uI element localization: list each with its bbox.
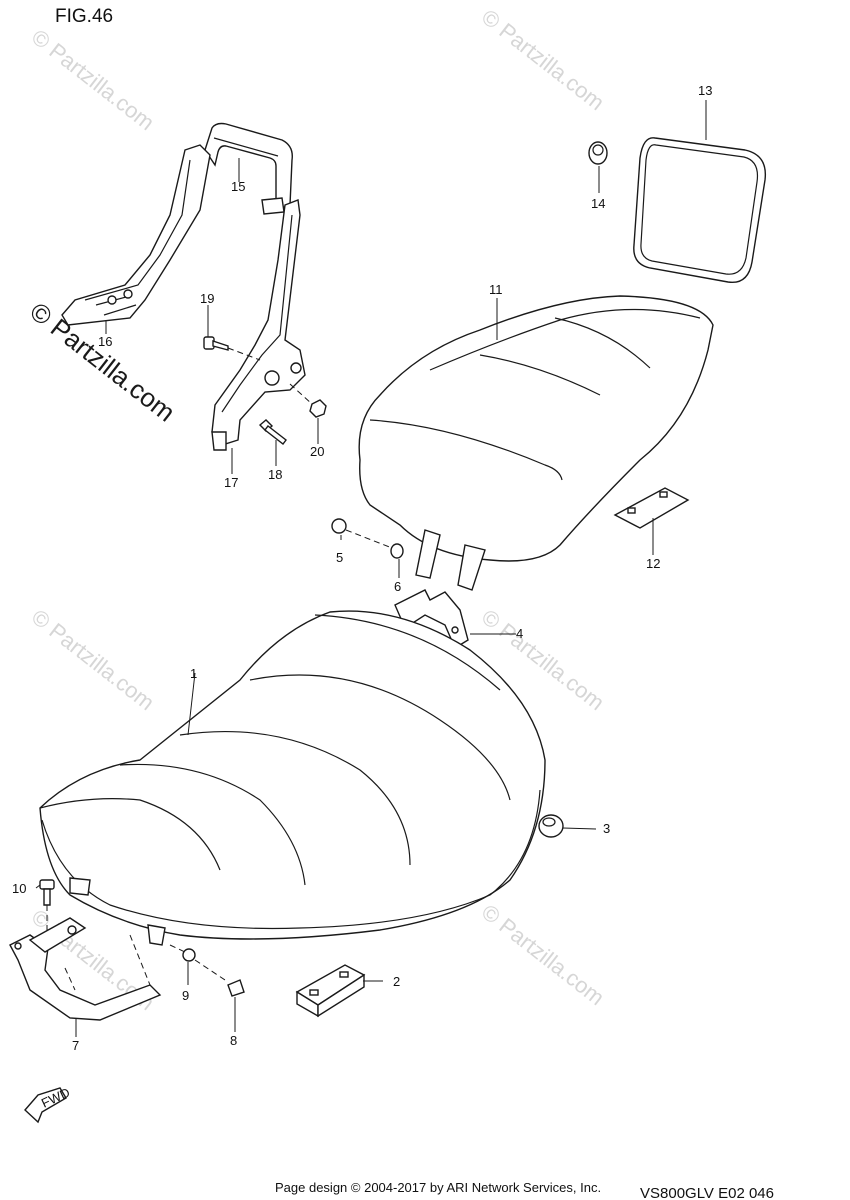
watermark: © Partzilla.com bbox=[27, 24, 159, 135]
part-label-16: 16 bbox=[98, 334, 112, 349]
part-3-damper bbox=[538, 814, 564, 838]
part-2-cushion bbox=[295, 964, 366, 1018]
part-4-bracket bbox=[394, 589, 469, 650]
part-9-washer bbox=[169, 944, 229, 983]
diagram-code: VS800GLV E02 046 bbox=[640, 1185, 774, 1200]
part-10-bolt bbox=[39, 879, 55, 935]
part-20-nut bbox=[289, 383, 327, 418]
part-8-bolt bbox=[227, 979, 245, 997]
part-15-backrest-bar bbox=[204, 122, 293, 215]
part-13-backrest-pad bbox=[633, 137, 767, 284]
part-label-2: 2 bbox=[393, 974, 400, 989]
part-label-11: 11 bbox=[489, 282, 503, 297]
part-16-sissy-arm bbox=[61, 144, 211, 326]
part-label-18: 18 bbox=[268, 467, 282, 482]
fwd-arrow-icon: FWD bbox=[24, 1085, 72, 1124]
part-7-bracket bbox=[9, 917, 162, 1021]
fwd-label: FWD bbox=[39, 1085, 72, 1111]
part-label-20: 20 bbox=[310, 444, 324, 459]
part-labels: 1 2 3 4 5 6 7 8 9 10 11 12 13 14 15 16 1… bbox=[12, 83, 712, 1053]
part-label-9: 9 bbox=[182, 988, 189, 1003]
part-label-15: 15 bbox=[231, 179, 245, 194]
part-18-bolt bbox=[258, 419, 287, 445]
part-17-sissy-arm bbox=[211, 199, 306, 451]
part-label-10: 10 bbox=[12, 881, 26, 896]
part-label-3: 3 bbox=[603, 821, 610, 836]
part-label-7: 7 bbox=[72, 1038, 79, 1053]
part-label-5: 5 bbox=[336, 550, 343, 565]
leader-lines bbox=[35, 100, 707, 1037]
part-label-19: 19 bbox=[200, 291, 214, 306]
watermark: © Partzilla.com bbox=[27, 604, 159, 715]
part-label-6: 6 bbox=[394, 579, 401, 594]
part-6-washer bbox=[390, 543, 404, 559]
part-label-4: 4 bbox=[516, 626, 523, 641]
figure-title: FIG.46 bbox=[55, 6, 113, 27]
watermark: © Partzilla.com bbox=[477, 899, 609, 1010]
part-5-bolt bbox=[331, 518, 393, 549]
part-label-8: 8 bbox=[230, 1033, 237, 1048]
footer-credit: Page design © 2004-2017 by ARI Network S… bbox=[275, 1180, 601, 1195]
part-12-plate bbox=[613, 487, 690, 529]
part-label-17: 17 bbox=[224, 475, 238, 490]
watermark: © Partzilla.com bbox=[477, 4, 609, 115]
part-label-13: 13 bbox=[698, 83, 712, 98]
part-label-12: 12 bbox=[646, 556, 660, 571]
part-11-passenger-seat bbox=[358, 295, 714, 591]
part-1-main-seat bbox=[39, 610, 546, 946]
part-label-14: 14 bbox=[591, 196, 605, 211]
part-14-grommet bbox=[588, 141, 608, 165]
part-label-1: 1 bbox=[190, 666, 197, 681]
part-19-bolt bbox=[203, 336, 261, 361]
